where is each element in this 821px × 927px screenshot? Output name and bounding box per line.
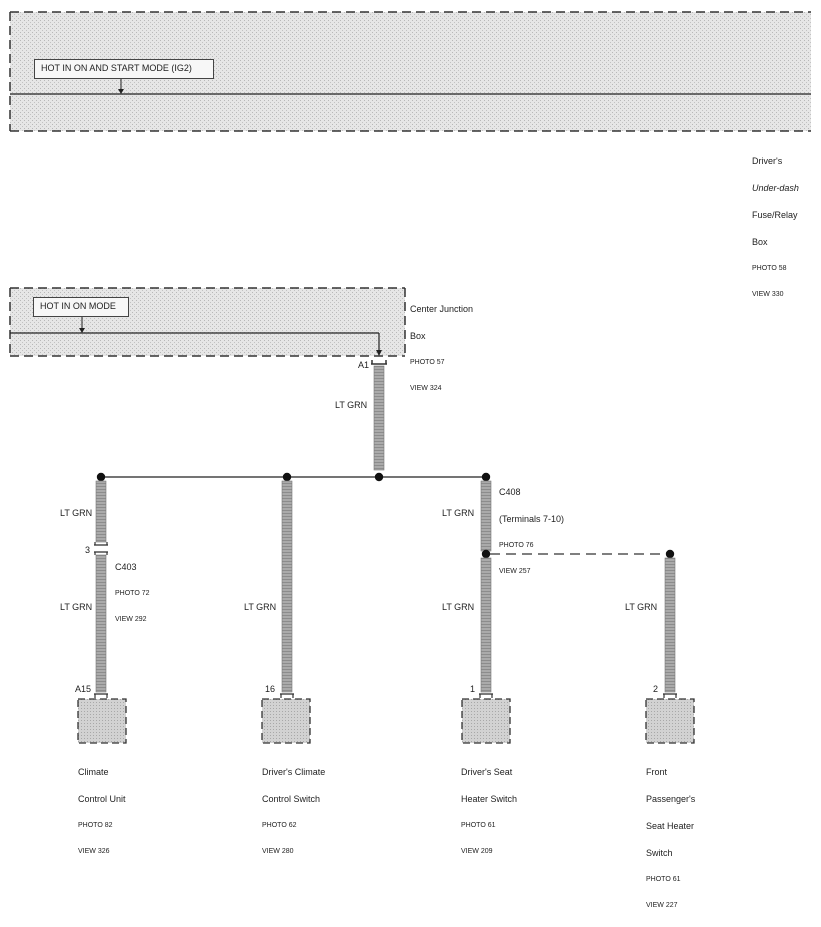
component-name-line: Heater Switch	[461, 794, 518, 804]
mode-label-on-text: HOT IN ON MODE	[40, 301, 116, 311]
component-view: VIEW 326	[78, 847, 110, 855]
splice-dot	[374, 472, 384, 482]
c403-name: C403	[115, 562, 137, 572]
fuse-box-name-1: Driver's	[752, 156, 783, 166]
pin-branch4: 2	[653, 684, 659, 694]
fuse-relay-box-label: Driver's Under-dash Fuse/Relay Box PHOTO…	[752, 139, 799, 316]
wire-color-branch1-lower: LT GRN	[60, 602, 93, 612]
fuse-box-name-4: Box	[752, 237, 768, 247]
main-wire-color: LT GRN	[335, 400, 368, 410]
branch-drivers-seat-heater-switch	[461, 480, 511, 744]
component-name-line: Front	[646, 767, 668, 777]
component-name-line: Switch	[646, 848, 673, 858]
main-wire	[373, 365, 385, 471]
component-drivers-climate-control-switch: Driver's Climate Control Switch PHOTO 62…	[262, 750, 325, 873]
c408-photo: PHOTO 76	[499, 542, 534, 549]
terminal-a1-label: A1	[358, 360, 370, 370]
branch-front-passengers-seat-heater-switch	[645, 549, 695, 744]
fuse-box-name-2: Under-dash	[752, 183, 799, 193]
c403-photo: PHOTO 72	[115, 590, 150, 597]
component-name-line: Passenger's	[646, 794, 696, 804]
splice-dot	[282, 472, 292, 482]
component-photo: PHOTO 62	[262, 822, 297, 829]
pin-branch2: 16	[265, 684, 276, 694]
c403-pin: 3	[85, 545, 91, 555]
component-photo: PHOTO 61	[461, 822, 496, 829]
pin-branch1: A15	[75, 684, 92, 694]
junction-box-name-2: Box	[410, 331, 426, 341]
fuse-box-photo: PHOTO 58	[752, 265, 787, 272]
c403-label: C403 PHOTO 72 VIEW 292	[115, 545, 150, 641]
c403-view: VIEW 292	[115, 615, 147, 623]
wire-color-branch3-lower: LT GRN	[442, 602, 475, 612]
wire-color-branch3-upper: LT GRN	[442, 508, 475, 518]
component-name-line: Seat Heater	[646, 821, 695, 831]
c408-name: C408	[499, 487, 521, 497]
component-view: VIEW 227	[646, 901, 678, 909]
wire-color-branch1-upper: LT GRN	[60, 508, 93, 518]
splice-dot	[481, 472, 491, 482]
mode-label-ig2: HOT IN ON AND START MODE (IG2)	[34, 59, 214, 79]
mode-label-on: HOT IN ON MODE	[33, 297, 129, 317]
component-name-line: Control Switch	[262, 794, 321, 804]
mode-label-ig2-text: HOT IN ON AND START MODE (IG2)	[41, 63, 192, 73]
component-name-line: Driver's Seat	[461, 767, 513, 777]
center-junction-box-label: Center Junction Box PHOTO 57 VIEW 324	[410, 287, 473, 410]
wire-color-branch4-lower: LT GRN	[625, 602, 658, 612]
c408-detail: (Terminals 7-10)	[499, 514, 565, 524]
component-drivers-seat-heater-switch: Driver's Seat Heater Switch PHOTO 61 VIE…	[461, 750, 517, 873]
splice-dot	[96, 472, 106, 482]
c408-view: VIEW 257	[499, 567, 531, 575]
component-climate-control-unit: Climate Control Unit PHOTO 82 VIEW 326	[78, 750, 126, 873]
component-photo: PHOTO 82	[78, 822, 113, 829]
c408-label: C408 (Terminals 7-10) PHOTO 76 VIEW 257	[499, 470, 564, 593]
fuse-box-name-3: Fuse/Relay	[752, 210, 798, 220]
junction-box-photo: PHOTO 57	[410, 359, 445, 366]
terminal-a1-connector	[371, 360, 387, 365]
junction-box-name-1: Center Junction	[410, 304, 474, 314]
component-name-line: Driver's Climate	[262, 767, 326, 777]
branch-climate-control-unit	[77, 480, 127, 744]
component-front-passengers-seat-heater-switch: Front Passenger's Seat Heater Switch PHO…	[646, 750, 695, 927]
junction-box-view: VIEW 324	[410, 384, 442, 392]
component-name-line: Climate	[78, 767, 109, 777]
wiring-diagram: HOT IN ON AND START MODE (IG2) Driver's …	[9, 11, 811, 909]
branch-drivers-climate-control-switch	[261, 480, 311, 744]
component-view: VIEW 209	[461, 847, 493, 855]
wire-color-branch2-lower: LT GRN	[244, 602, 277, 612]
pin-branch3: 1	[470, 684, 476, 694]
component-view: VIEW 280	[262, 847, 294, 855]
component-photo: PHOTO 61	[646, 876, 681, 883]
component-name-line: Control Unit	[78, 794, 126, 804]
fuse-box-view: VIEW 330	[752, 290, 784, 298]
